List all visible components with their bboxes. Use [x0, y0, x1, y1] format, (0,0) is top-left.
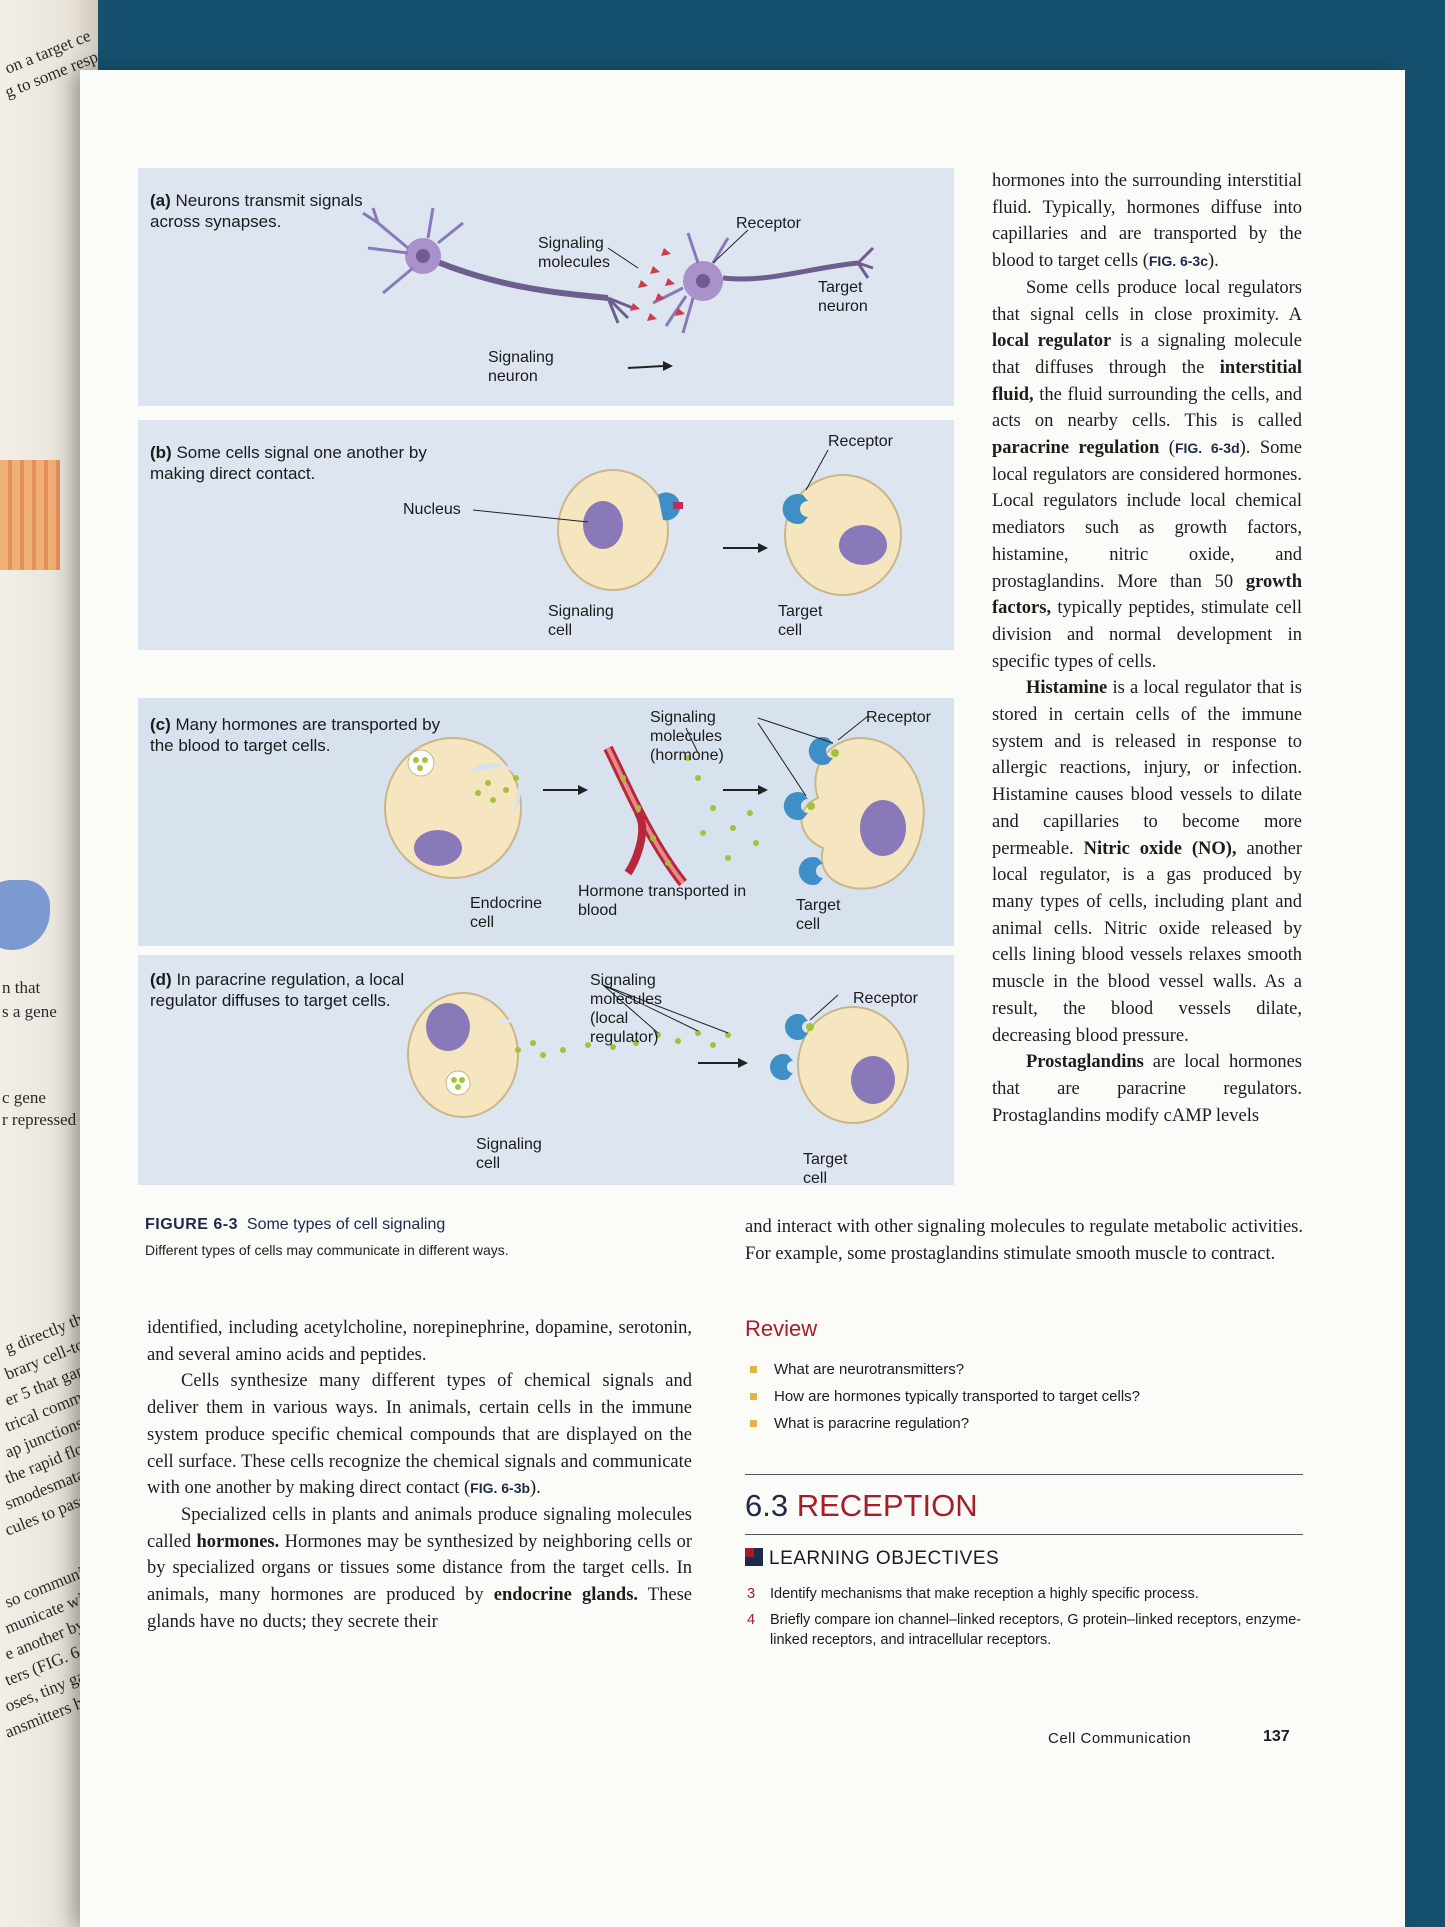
left-page-text: n that	[2, 978, 41, 997]
label-endocrine-cell: Endocrine cell	[470, 895, 543, 931]
label-target-cell: Target cell	[803, 1151, 848, 1187]
review-item: What is paracrine regulation?	[748, 1410, 1140, 1437]
page-number: 137	[1263, 1728, 1290, 1745]
section-rule	[745, 1534, 1303, 1535]
figure-panel-c: (c) Many hormones are transported by the…	[138, 698, 954, 946]
label-signaling-molecules-local-regulator: Signaling molecules (local regulator)	[590, 972, 663, 1046]
neuron-diagram	[362, 207, 875, 371]
panel-d-title: (d) In paracrine regulation, a local reg…	[150, 970, 405, 1010]
paracrine-diagram	[407, 984, 909, 1124]
label-target-cell: Target cell	[778, 603, 823, 639]
direct-contact-diagram	[472, 449, 902, 596]
figure-panel-b: (b) Some cells signal one another by mak…	[138, 420, 954, 650]
section-rule	[745, 1474, 1303, 1475]
right-column-text: hormones into the surrounding interstiti…	[992, 171, 1302, 1126]
review-item: How are hormones typically transported t…	[748, 1383, 1140, 1410]
label-hormone-transported: Hormone transported in blood	[578, 883, 747, 919]
label-signaling-cell: Signaling cell	[476, 1136, 542, 1172]
label-signaling-neuron: Signaling neuron	[488, 349, 554, 385]
review-list: What are neurotransmitters? How are horm…	[748, 1356, 1140, 1437]
left-column-text: identified, including acetylcholine, nor…	[147, 1318, 692, 1632]
label-nucleus: Nucleus	[403, 501, 461, 518]
left-page-text: c gene	[2, 1088, 46, 1107]
section-marker-icon	[745, 1548, 763, 1566]
figure-panel-d: (d) In paracrine regulation, a local reg…	[138, 955, 954, 1187]
figure-panel-a: (a) Neurons transmit signals across syna…	[138, 168, 954, 406]
figure-caption-title: FIGURE 6-3 Some types of cell signaling	[145, 1216, 446, 1233]
learning-objectives-heading: LEARNING OBJECTIVES	[745, 1548, 999, 1570]
label-receptor: Receptor	[828, 433, 893, 450]
cell-illustration	[0, 880, 50, 950]
left-page-text: r repressed	[2, 1110, 77, 1129]
figure-caption-text: Different types of cells may communicate…	[145, 1242, 509, 1258]
label-signaling-cell: Signaling cell	[548, 603, 614, 639]
section-heading: 6.3 RECEPTION	[745, 1488, 978, 1523]
review-item: What are neurotransmitters?	[748, 1356, 1140, 1383]
label-receptor: Receptor	[736, 215, 801, 232]
label-receptor: Receptor	[853, 990, 918, 1007]
middle-column-text: and interact with other signaling molecu…	[745, 1217, 1303, 1264]
label-target-neuron: Target neuron	[818, 279, 868, 315]
label-signaling-molecules-hormone: Signaling molecules (hormone)	[650, 709, 724, 764]
panel-b-title: (b) Some cells signal one another by mak…	[150, 443, 427, 483]
label-target-cell: Target cell	[796, 897, 841, 933]
panel-a-title: (a) Neurons transmit signals across syna…	[150, 191, 363, 231]
review-heading: Review	[745, 1316, 818, 1341]
membrane-illustration	[0, 460, 60, 570]
hormone-transport-diagram	[384, 715, 925, 890]
panel-c-title: (c) Many hormones are transported by the…	[150, 715, 441, 755]
label-receptor: Receptor	[866, 709, 931, 726]
running-footer-chapter: Cell Communication	[1048, 1730, 1192, 1747]
textbook-page: (a) Neurons transmit signals across syna…	[80, 70, 1405, 1927]
label-signaling-molecules: Signaling molecules	[538, 235, 611, 271]
left-page-text: s a gene	[2, 1002, 57, 1021]
